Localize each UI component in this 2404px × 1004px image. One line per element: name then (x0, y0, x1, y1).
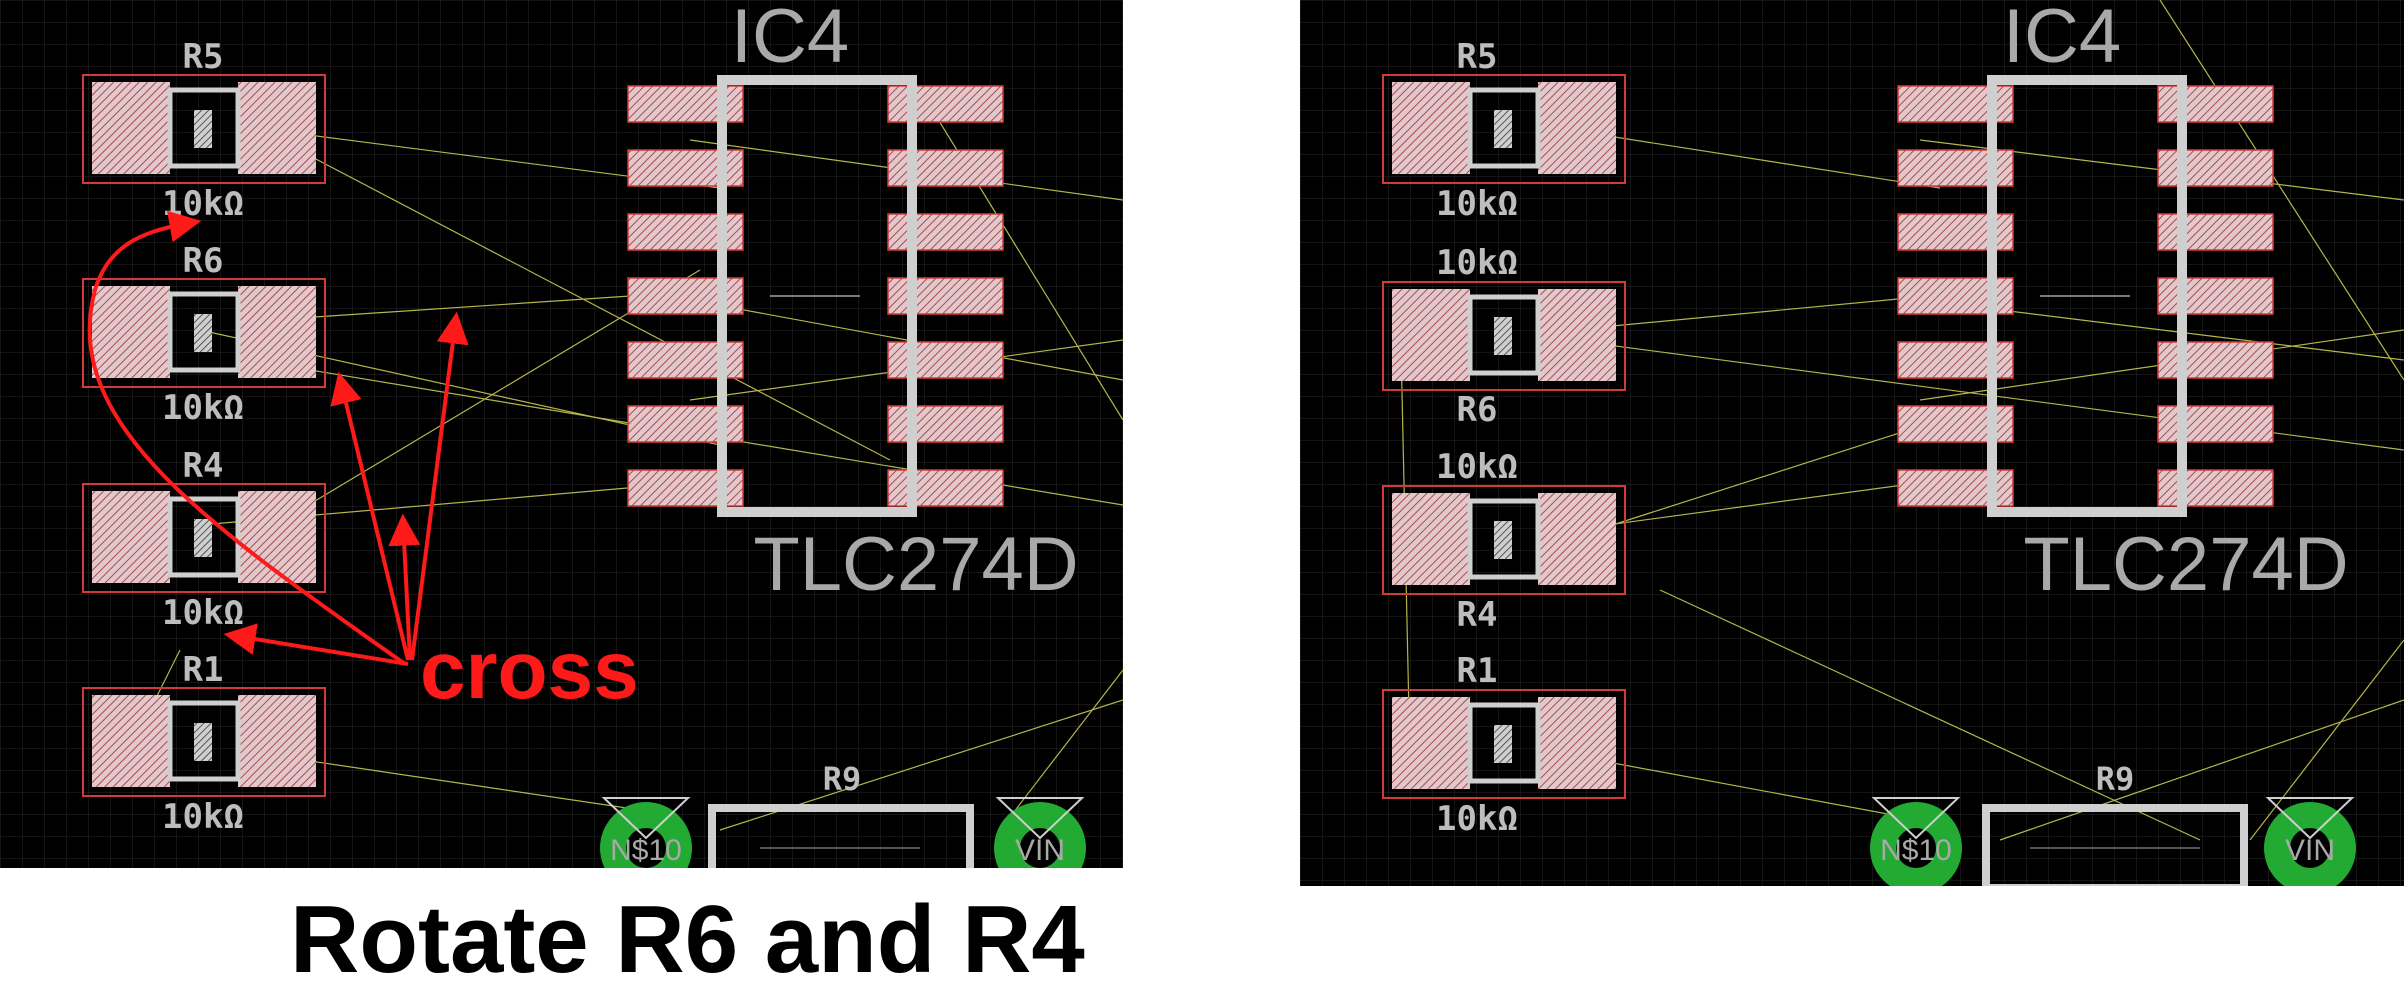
r9-ref: R9 (823, 760, 862, 798)
r9-footprint[interactable] (1870, 797, 2356, 886)
pcb-view-before[interactable]: R5 10kΩ R6 10kΩ R4 10kΩ R1 10kΩ (0, 0, 1123, 868)
ref-r1: R1 (1457, 651, 1498, 691)
r9-footprint[interactable] (600, 797, 1086, 868)
r9-pin-left: N$10 (610, 834, 682, 867)
pcb-view-after[interactable]: R5 10kΩ 10kΩ R6 10kΩ R4 R1 10kΩ (1300, 0, 2404, 886)
pcb-canvas-before[interactable]: R5 10kΩ R6 10kΩ R4 10kΩ R1 10kΩ (0, 0, 1123, 868)
resistor-r1[interactable] (1382, 689, 1626, 799)
resistor-r5[interactable] (1382, 74, 1626, 184)
ref-r4: R4 (183, 446, 224, 486)
pcb-canvas-after[interactable]: R5 10kΩ 10kΩ R6 10kΩ R4 R1 10kΩ (1300, 0, 2404, 886)
ic4-footprint[interactable] (1897, 75, 2274, 517)
r9-pin-left: N$10 (1880, 834, 1952, 867)
r9-ref: R9 (2096, 760, 2135, 798)
resistor-r4[interactable] (1382, 485, 1626, 595)
ic4-part: TLC274D (753, 522, 1078, 607)
ic4-ref: IC4 (2003, 0, 2121, 79)
ref-r4: R4 (1457, 595, 1498, 635)
ref-r5: R5 (183, 37, 224, 77)
value-r1: 10kΩ (1436, 799, 1518, 839)
value-r1: 10kΩ (162, 797, 244, 837)
grid (1300, 0, 2404, 886)
resistor-r6[interactable] (1382, 281, 1626, 391)
ref-r5: R5 (1457, 37, 1498, 77)
ic4-ref: IC4 (731, 0, 849, 79)
resistor-r5[interactable] (82, 74, 326, 184)
r9-pin-right: VIN (1015, 834, 1065, 867)
ref-r1: R1 (183, 650, 224, 690)
value-r4: 10kΩ (162, 593, 244, 633)
cross-arrows (87, 210, 469, 666)
value-r4: 10kΩ (1436, 447, 1518, 487)
resistor-r1[interactable] (82, 687, 326, 797)
value-r6: 10kΩ (1436, 243, 1518, 283)
r9-pin-right: VIN (2285, 834, 2335, 867)
value-r5: 10kΩ (162, 184, 244, 224)
ref-r6: R6 (1457, 390, 1498, 430)
ic4-part: TLC274D (2023, 522, 2348, 607)
resistor-r6[interactable] (82, 278, 326, 388)
value-r6: 10kΩ (162, 388, 244, 428)
caption: Rotate R6 and R4 (290, 886, 1085, 993)
cross-label: cross (420, 625, 639, 716)
resistor-r4[interactable] (82, 483, 326, 593)
value-r5: 10kΩ (1436, 184, 1518, 224)
ic4-footprint[interactable] (627, 75, 1004, 517)
ref-r6: R6 (183, 241, 224, 281)
